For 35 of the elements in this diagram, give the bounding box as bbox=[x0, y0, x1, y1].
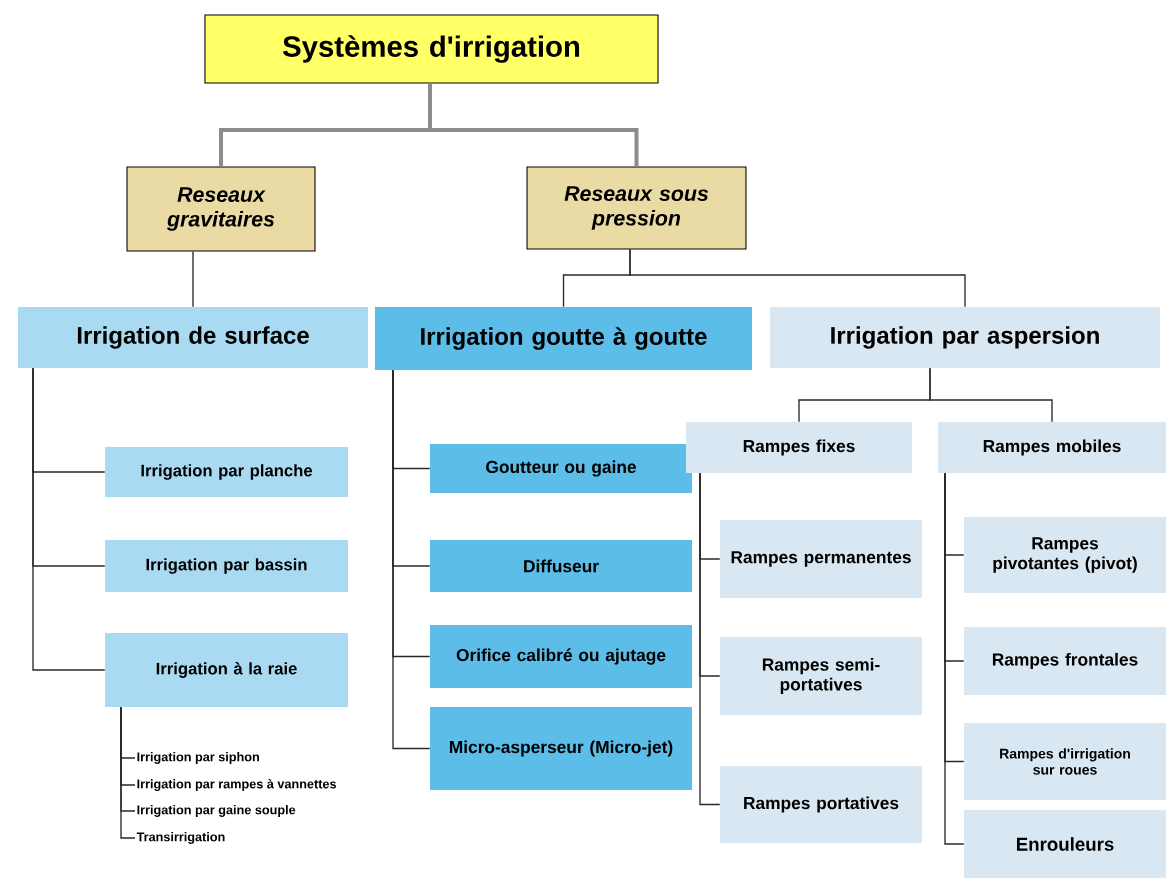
technique-box: Irrigation par bassin bbox=[105, 540, 348, 592]
technique-box: Rampes pivotantes (pivot) bbox=[964, 517, 1166, 593]
technique-box: Diffuseur bbox=[430, 540, 692, 592]
technique-box: Rampes portatives bbox=[720, 765, 922, 844]
technique-box: Goutteur ou gaine bbox=[430, 443, 692, 494]
technique-box: Rampes d'irrigation sur roues bbox=[964, 722, 1166, 801]
technique-box: Rampes semi-portatives bbox=[720, 637, 922, 715]
sub-method-box: Rampes mobiles bbox=[938, 422, 1166, 473]
connector-line bbox=[944, 472, 965, 845]
technique-box: Irrigation à la raie bbox=[105, 633, 348, 707]
technique-box: Irrigation par planche bbox=[105, 447, 348, 497]
method-box: Irrigation par aspersion bbox=[770, 306, 1160, 369]
connector-line bbox=[929, 367, 1053, 423]
category-box: Reseaux gravitaires bbox=[126, 166, 316, 252]
method-box: Irrigation goutte à goutte bbox=[374, 307, 753, 370]
sub-method-box: Rampes fixes bbox=[686, 422, 912, 473]
technique-box: Rampes permanentes bbox=[720, 520, 922, 598]
technique-box: Micro-asperseur (Micro-jet) bbox=[430, 707, 692, 790]
technique-box: Enrouleurs bbox=[964, 810, 1166, 878]
connector-line bbox=[120, 706, 136, 839]
connector-line bbox=[699, 472, 721, 806]
method-box: Irrigation de surface bbox=[18, 306, 368, 369]
list-item: Irrigation par rampes à vannettes bbox=[137, 779, 336, 791]
title-box: Systèmes d'irrigation bbox=[204, 14, 659, 84]
list-item: Transirrigation bbox=[136, 832, 225, 844]
list-item: Irrigation par gaine souple bbox=[137, 805, 296, 817]
category-box: Reseaux sous pression bbox=[526, 166, 747, 250]
connector-line bbox=[32, 367, 106, 671]
connector-line bbox=[192, 250, 194, 308]
technique-box: Orifice calibré ou ajutage bbox=[430, 625, 692, 688]
connector-line bbox=[428, 83, 639, 167]
list-item: Irrigation par siphon bbox=[137, 752, 259, 764]
technique-box: Rampes frontales bbox=[964, 627, 1166, 695]
connector-line bbox=[629, 248, 966, 308]
connector-line bbox=[392, 369, 431, 750]
